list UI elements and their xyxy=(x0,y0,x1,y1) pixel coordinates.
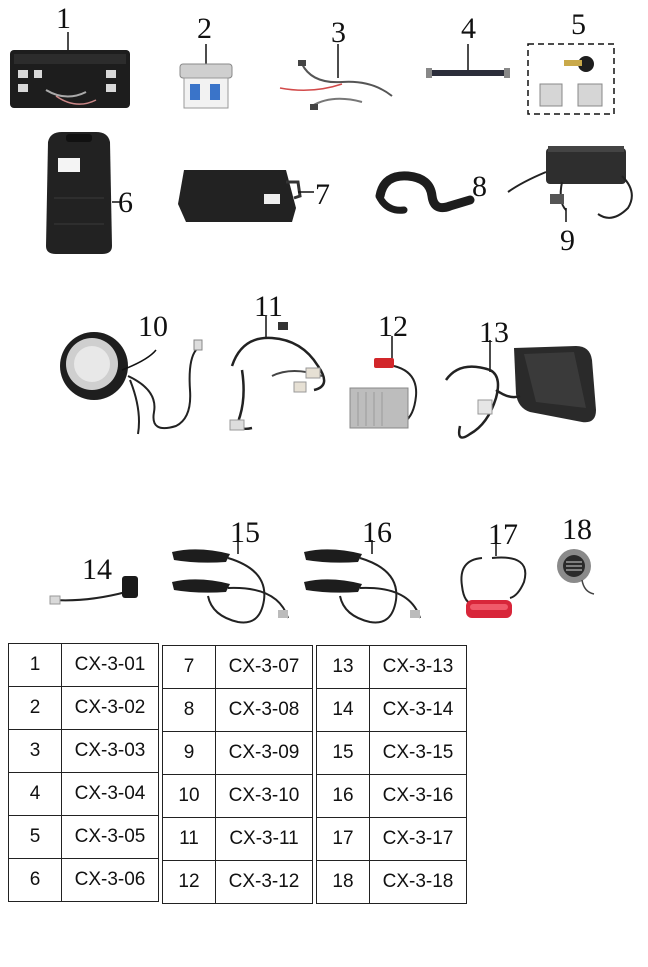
part-code: CX-3-07 xyxy=(215,645,313,689)
part-number: 1 xyxy=(8,643,62,687)
relay-module-icon xyxy=(344,336,430,432)
part-label-10: 10 xyxy=(138,310,168,343)
part-label-13: 13 xyxy=(479,316,509,349)
part-code: CX-3-01 xyxy=(61,643,159,687)
part-code: CX-3-13 xyxy=(369,645,467,689)
wire-cable-icon xyxy=(272,44,402,120)
part-number: 4 xyxy=(8,772,62,816)
part-number: 7 xyxy=(162,645,216,689)
part-label-2: 2 xyxy=(197,12,212,45)
part-number: 3 xyxy=(8,729,62,773)
circuit-breaker-icon xyxy=(176,44,236,110)
tail-light-icon xyxy=(452,542,542,624)
part-number: 13 xyxy=(316,645,370,689)
part-number: 14 xyxy=(316,688,370,732)
part-code: CX-3-16 xyxy=(369,774,467,818)
wiring-harness-icon xyxy=(222,316,344,438)
part-number: 11 xyxy=(162,817,216,861)
part-code: CX-3-04 xyxy=(61,772,159,816)
switch-plug-icon xyxy=(48,572,144,612)
part-number: 6 xyxy=(8,858,62,902)
part-code: CX-3-03 xyxy=(61,729,159,773)
part-number: 16 xyxy=(316,774,370,818)
part-number: 12 xyxy=(162,860,216,904)
controller-icon xyxy=(6,30,136,114)
headlight-icon xyxy=(58,330,208,446)
part-number: 9 xyxy=(162,731,216,775)
part-code: CX-3-06 xyxy=(61,858,159,902)
part-label-8: 8 xyxy=(472,170,487,203)
part-number: 8 xyxy=(162,688,216,732)
part-label-1: 1 xyxy=(56,2,71,35)
part-code: CX-3-17 xyxy=(369,817,467,861)
spiral-wrap-icon xyxy=(374,166,475,220)
battery-box-icon xyxy=(174,164,314,230)
turn-signal-pair-icon xyxy=(300,540,430,632)
part-number: 5 xyxy=(8,815,62,859)
part-label-11: 11 xyxy=(254,290,283,323)
part-number: 10 xyxy=(162,774,216,818)
part-code: CX-3-11 xyxy=(215,817,313,861)
part-label-16: 16 xyxy=(362,516,392,549)
part-number: 2 xyxy=(8,686,62,730)
horn-icon xyxy=(552,546,604,606)
battery-pack-icon xyxy=(40,128,120,258)
part-code: CX-3-05 xyxy=(61,815,159,859)
part-code: CX-3-18 xyxy=(369,860,467,904)
part-number: 18 xyxy=(316,860,370,904)
part-label-3: 3 xyxy=(331,16,346,49)
part-label-9: 9 xyxy=(560,224,575,257)
part-label-7: 7 xyxy=(315,178,330,211)
part-label-14: 14 xyxy=(82,553,112,586)
key-lock-set-icon xyxy=(526,42,616,116)
part-number: 15 xyxy=(316,731,370,775)
part-code: CX-3-09 xyxy=(215,731,313,775)
part-label-17: 17 xyxy=(488,518,518,551)
part-code: CX-3-15 xyxy=(369,731,467,775)
part-code: CX-3-14 xyxy=(369,688,467,732)
part-label-15: 15 xyxy=(230,516,260,549)
part-label-6: 6 xyxy=(118,186,133,219)
part-label-4: 4 xyxy=(461,12,476,45)
part-code: CX-3-12 xyxy=(215,860,313,904)
part-label-12: 12 xyxy=(378,310,408,343)
part-number: 17 xyxy=(316,817,370,861)
charger-icon xyxy=(502,142,638,232)
strap-cable-icon xyxy=(426,44,512,84)
part-label-5: 5 xyxy=(571,8,586,41)
rear-reflector-icon xyxy=(440,340,600,448)
part-code: CX-3-08 xyxy=(215,688,313,732)
part-code: CX-3-02 xyxy=(61,686,159,730)
turn-signal-pair-icon xyxy=(168,540,298,632)
part-label-18: 18 xyxy=(562,513,592,546)
part-code: CX-3-10 xyxy=(215,774,313,818)
